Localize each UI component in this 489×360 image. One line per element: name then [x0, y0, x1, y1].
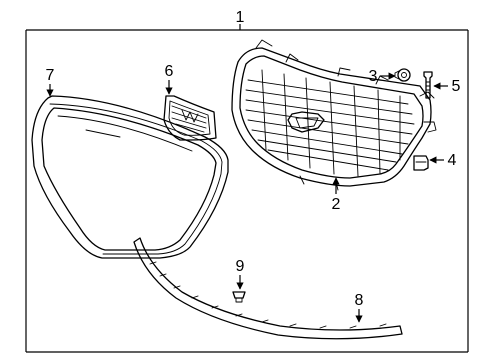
callout-6: 6: [165, 63, 174, 95]
callout-7-label: 7: [46, 67, 55, 84]
callout-2-label: 2: [332, 196, 341, 213]
callout-6-label: 6: [165, 63, 174, 80]
callout-5-label: 5: [452, 78, 461, 95]
assembly-frame: [25, 29, 469, 353]
grille-assembly: [231, 39, 437, 191]
clip: [413, 155, 429, 171]
callout-1-label: 1: [236, 9, 245, 26]
emblem: [163, 95, 217, 141]
callout-4-label: 4: [448, 152, 457, 169]
fastener: [232, 291, 246, 303]
callout-3: 3: [369, 68, 396, 85]
callout-8-label: 8: [355, 292, 364, 309]
callout-8: 8: [355, 292, 364, 323]
callout-9-label: 9: [236, 258, 245, 275]
lower-molding: [133, 237, 403, 340]
callout-5: 5: [433, 78, 461, 95]
callout-1: 1: [236, 9, 245, 30]
callout-9: 9: [236, 258, 245, 290]
callout-7: 7: [46, 67, 55, 97]
retainer-stud: [423, 71, 433, 99]
callout-2: 2: [332, 177, 341, 213]
callout-3-label: 3: [369, 68, 378, 85]
push-pin: [394, 68, 411, 82]
grille-surround-molding: [31, 95, 229, 259]
callout-4: 4: [429, 152, 457, 169]
